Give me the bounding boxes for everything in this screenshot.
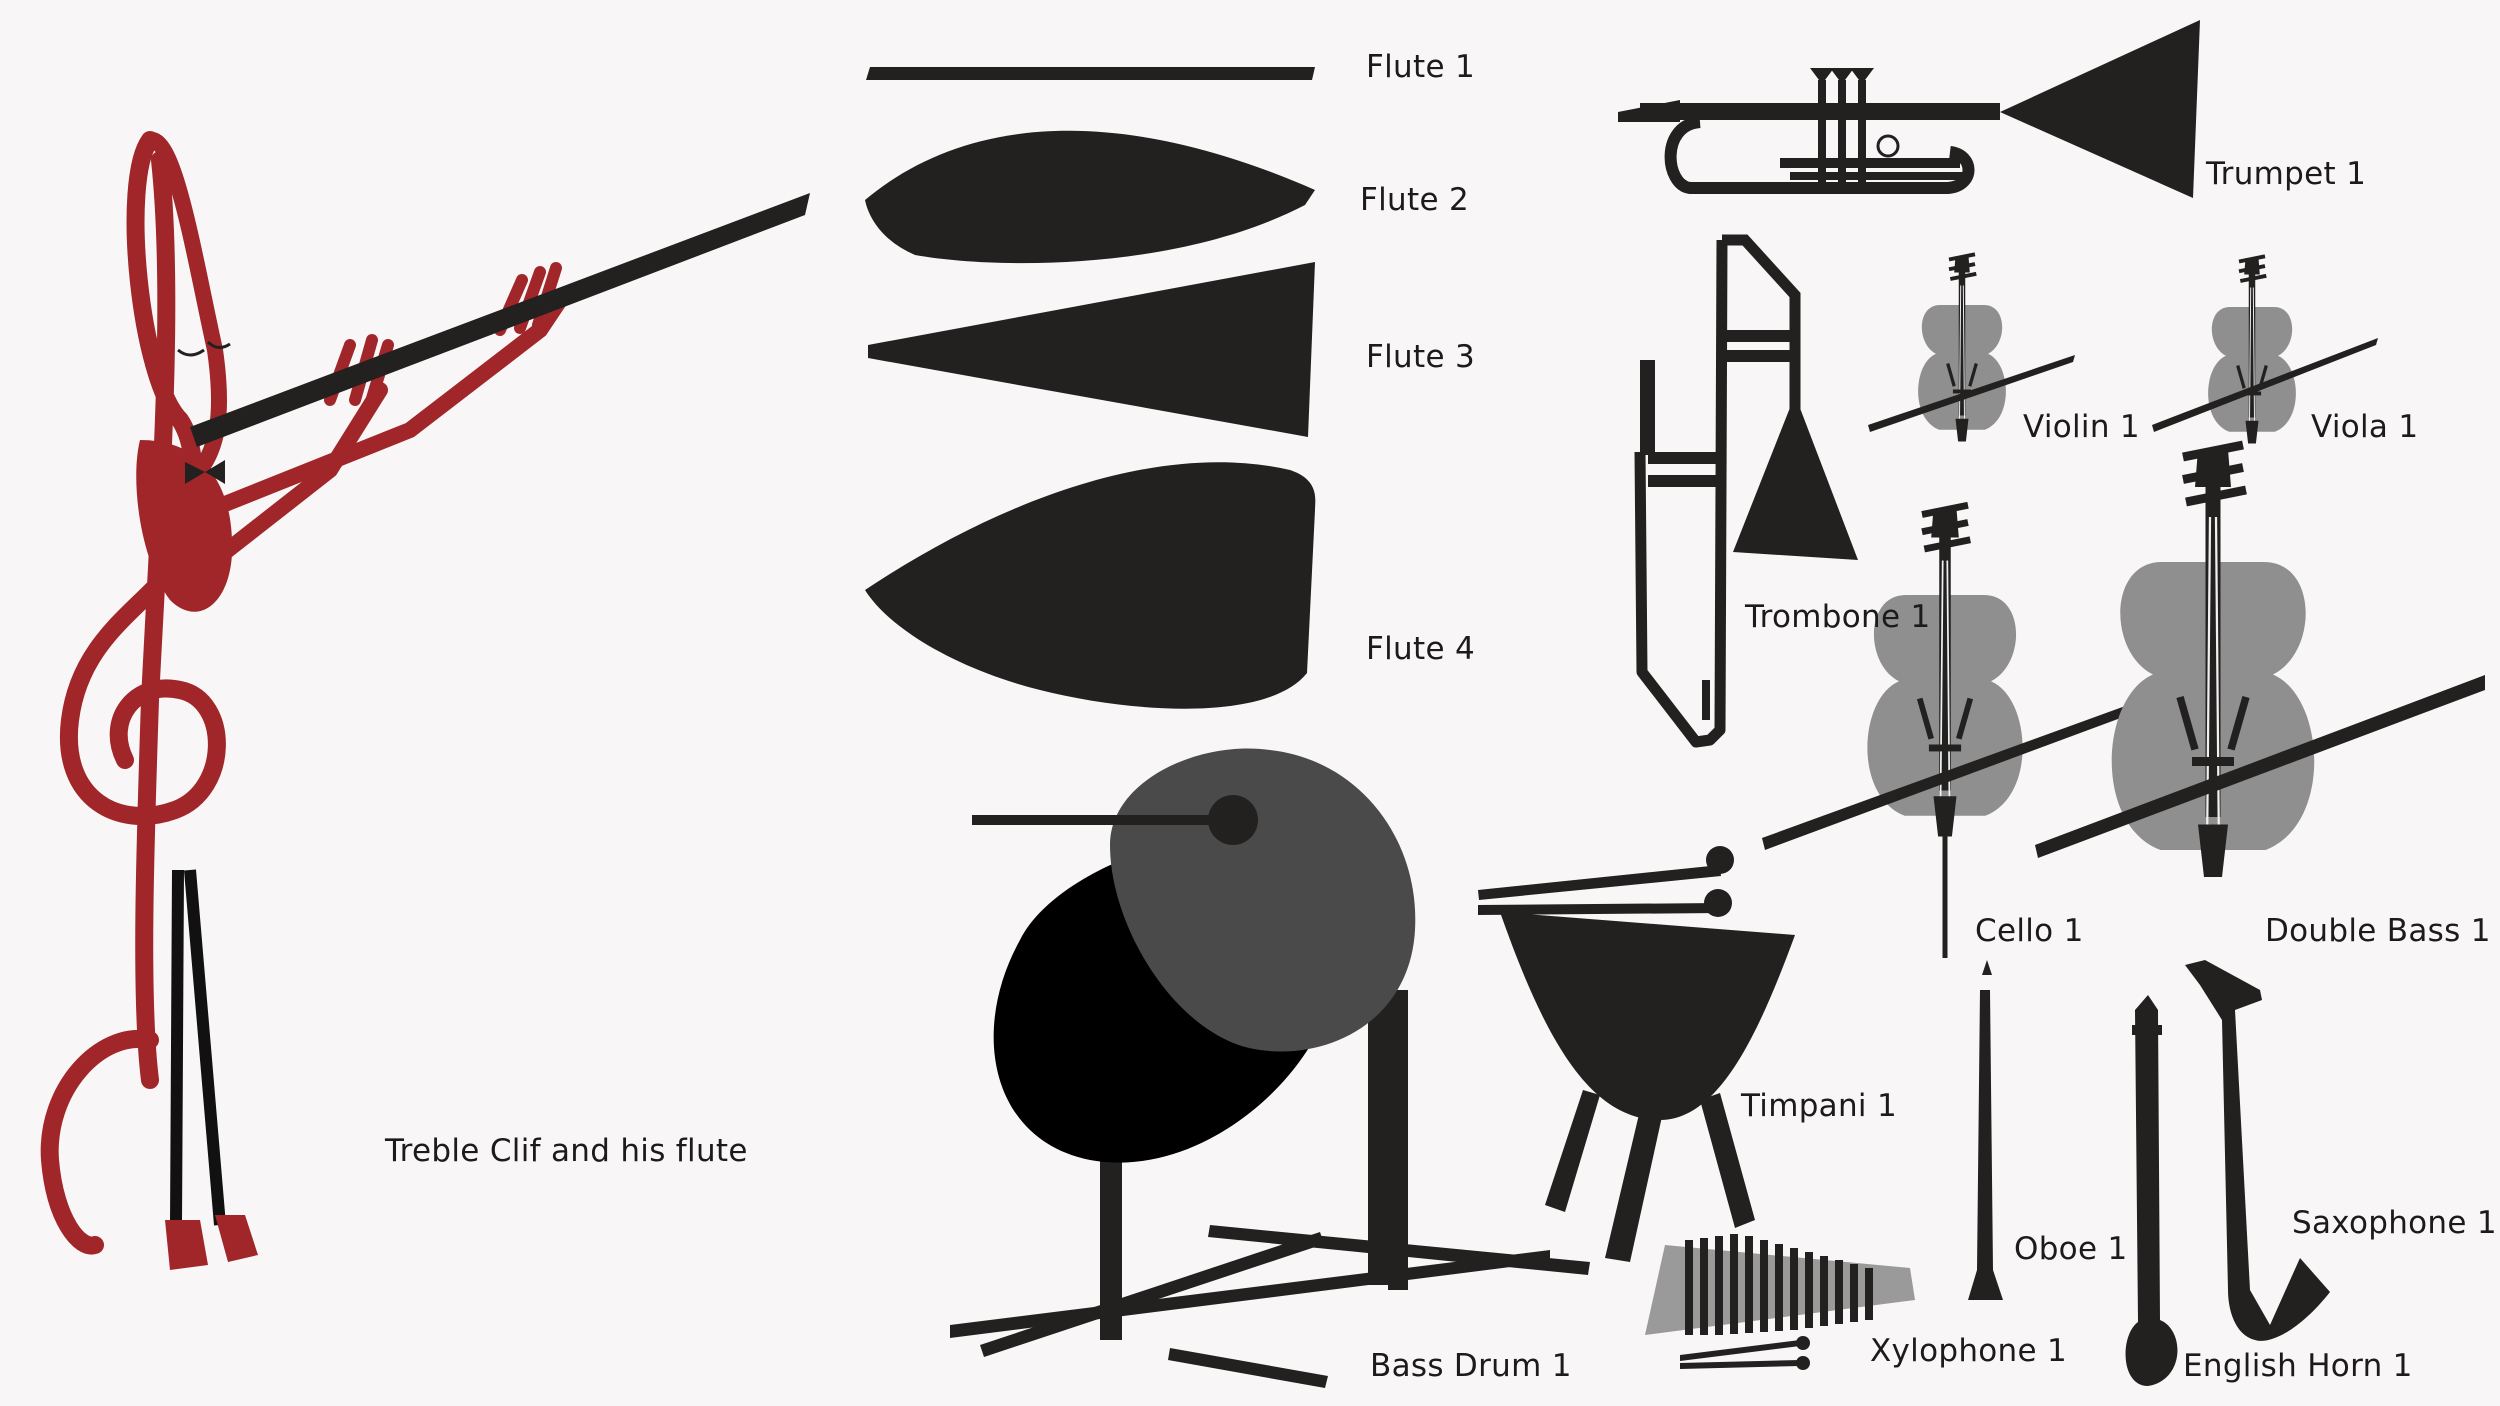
viola-illustration [2152, 254, 2378, 446]
english-horn-label: English Horn 1 [2183, 1348, 2413, 1384]
shoe-right [215, 1215, 258, 1262]
treble-clef-character [40, 131, 810, 1270]
played-flute [190, 193, 810, 447]
flute-2-shape [865, 130, 1315, 264]
flute-3-shape [868, 262, 1315, 437]
flute-1-label: Flute 1 [1366, 49, 1475, 85]
flute-4-label: Flute 4 [1366, 631, 1475, 667]
flute-4-shape [865, 462, 1316, 709]
cello-label: Cello 1 [1975, 913, 2084, 949]
trombone-illustration [1634, 234, 1858, 748]
trombone-label: Trombone 1 [1745, 599, 1931, 635]
leg-right [184, 869, 226, 1226]
flute-2-label: Flute 2 [1360, 182, 1469, 218]
arm-upper [202, 292, 568, 518]
double-bass-illustration [2035, 445, 2485, 877]
closed-eyes [177, 340, 231, 357]
oboe-illustration [1968, 960, 2003, 1300]
english-horn-illustration [2125, 995, 2178, 1386]
bow-tie [185, 460, 225, 484]
flute-1-shape [866, 67, 1315, 80]
saxophone-label: Saxophone 1 [2292, 1205, 2497, 1241]
treble-clef-loop [142, 132, 227, 478]
treble-clef-torso [136, 440, 233, 612]
timpani-illustration [1478, 846, 1795, 1262]
saxophone-illustration [2185, 960, 2330, 1341]
oboe-label: Oboe 1 [2014, 1231, 2128, 1267]
xylophone-illustration [1645, 1234, 1915, 1370]
bass-drum-label: Bass Drum 1 [1370, 1348, 1572, 1384]
trumpet-illustration [1618, 20, 2200, 198]
timpani-label: Timpani 1 [1741, 1088, 1898, 1124]
trumpet-label: Trumpet 1 [2206, 156, 2367, 192]
treble-clef-body [40, 131, 226, 1255]
cello-illustration [1762, 505, 2128, 958]
violin-label: Violin 1 [2023, 409, 2140, 445]
bass-drum-illustration [950, 748, 1590, 1388]
treble-clef-caption: Treble Clif and his flute [385, 1133, 748, 1169]
violin-illustration [1868, 252, 2075, 444]
flute-3-label: Flute 3 [1366, 339, 1475, 375]
xylophone-label: Xylophone 1 [1870, 1333, 2068, 1369]
double-bass-label: Double Bass 1 [2265, 913, 2491, 949]
viola-label: Viola 1 [2311, 409, 2419, 445]
leg-left [170, 869, 184, 1226]
shoe-left [165, 1220, 208, 1270]
